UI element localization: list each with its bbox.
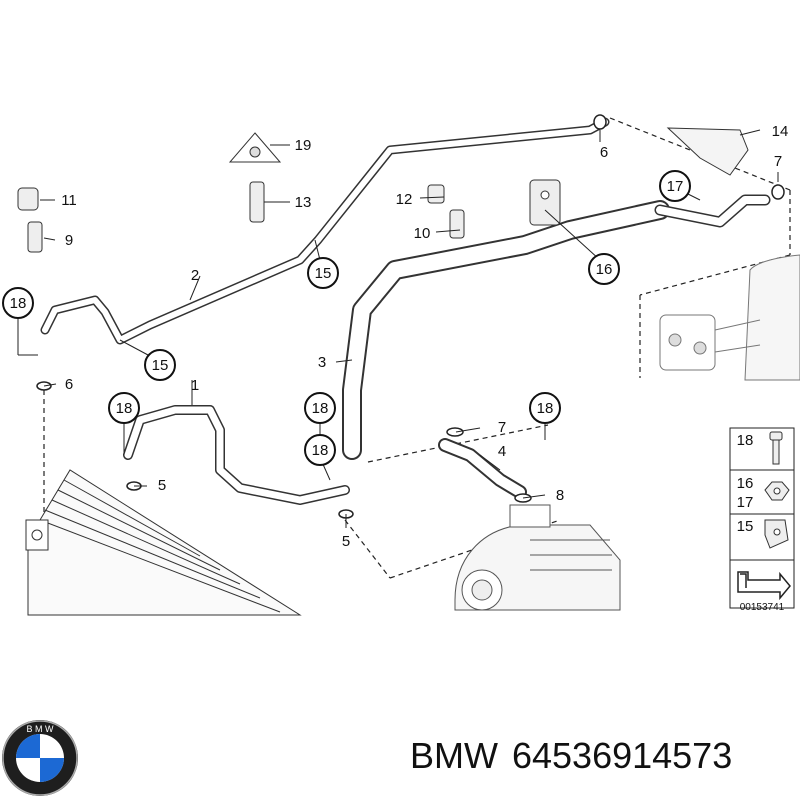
legend-item-17: 17 — [737, 494, 754, 511]
fastener-legend: 18 16 17 15 00153741 — [729, 427, 795, 613]
label-part-14: 14 — [772, 123, 789, 140]
bolt-icon — [769, 431, 783, 465]
label-part-2: 2 — [191, 267, 199, 284]
svg-text:B M W: B M W — [27, 724, 55, 734]
legend-item-18: 18 — [737, 432, 754, 449]
label-part-6b: 6 — [600, 144, 608, 161]
label-part-18b: 18 — [116, 400, 133, 417]
warning-triangle-19 — [228, 132, 282, 163]
label-part-8: 8 — [556, 487, 564, 504]
label-part-13: 13 — [295, 194, 312, 211]
label-part-3: 3 — [318, 354, 326, 371]
label-part-10: 10 — [414, 225, 431, 242]
arrow-icon — [737, 571, 791, 601]
valve-cap-12 — [427, 184, 445, 204]
brand-name: BMW — [410, 735, 498, 776]
valve-core-10 — [449, 209, 465, 239]
legend-item-15: 15 — [737, 518, 754, 535]
pressure-sensor-13 — [249, 181, 265, 223]
label-part-7b: 7 — [774, 153, 782, 170]
bmw-logo: B M W — [2, 720, 78, 796]
compressor — [454, 504, 621, 611]
legend-reference-code: 00153741 — [740, 602, 785, 613]
nut-icon — [764, 481, 790, 501]
hose-1 — [123, 405, 350, 505]
label-part-4: 4 — [498, 443, 506, 460]
label-part-9: 9 — [65, 232, 73, 249]
part-number: 64536914573 — [511, 735, 733, 776]
label-part-17: 17 — [667, 178, 684, 195]
label-part-1: 1 — [191, 377, 199, 394]
legend-item-16: 16 — [737, 475, 754, 492]
bracket-14 — [666, 127, 749, 176]
part-labels: 1 2 3 4 5 5 6 6 7 7 8 9 10 11 12 13 14 1… — [10, 123, 789, 550]
label-part-16: 16 — [596, 261, 613, 278]
valve-cap-11 — [17, 187, 39, 211]
hose-17 — [654, 194, 771, 228]
expansion-valve-16 — [529, 179, 561, 226]
hose-2 — [40, 117, 610, 345]
label-part-15a: 15 — [315, 265, 332, 282]
clip-nut-icon — [764, 519, 789, 549]
valve-core-9 — [27, 221, 43, 253]
label-part-5b: 5 — [342, 533, 350, 550]
evaporator-housing — [659, 254, 800, 381]
label-part-7a: 7 — [498, 419, 506, 436]
label-part-6a: 6 — [65, 376, 73, 393]
hose-3 — [342, 200, 670, 460]
footer-caption: BMW 64536914573 — [410, 735, 746, 777]
label-part-12: 12 — [396, 191, 413, 208]
o-rings — [36, 114, 785, 519]
label-part-18d: 18 — [312, 442, 329, 459]
label-circles — [2, 170, 691, 466]
label-part-18c: 18 — [312, 400, 329, 417]
label-part-19: 19 — [295, 137, 312, 154]
label-part-18a: 18 — [10, 295, 27, 312]
condenser — [25, 469, 302, 616]
label-part-11: 11 — [61, 192, 77, 209]
label-part-18e: 18 — [537, 400, 554, 417]
label-part-5a: 5 — [158, 477, 166, 494]
label-part-15b: 15 — [152, 357, 169, 374]
hose-4 — [438, 438, 527, 499]
